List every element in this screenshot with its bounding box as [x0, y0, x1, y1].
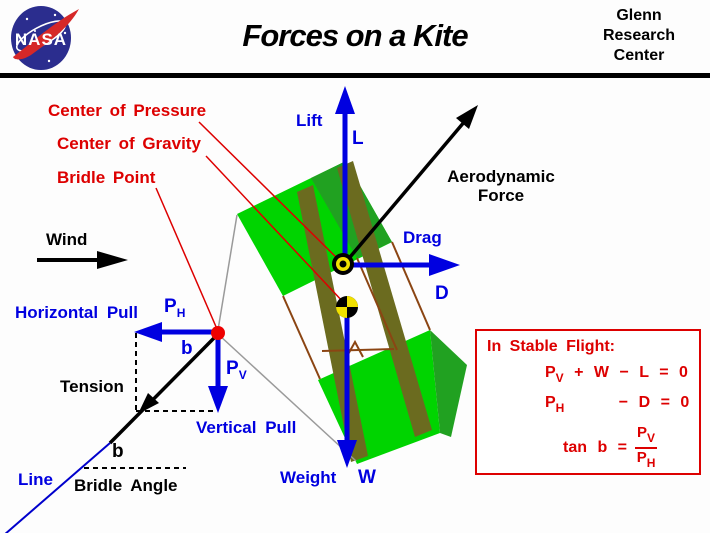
label-horizontal-pull: Horizontal Pull [15, 303, 138, 322]
org-name: Glenn Research Center [584, 6, 694, 66]
label-bridle-point: Bridle Point [57, 168, 156, 187]
page-title: Forces on a Kite [242, 18, 468, 53]
org-line-3: Center [613, 47, 665, 64]
center-of-gravity-marker [336, 296, 358, 318]
tension-arrow [108, 332, 220, 445]
bridle-point-marker [211, 326, 225, 340]
kite-frame [282, 241, 431, 380]
label-bridle-angle-b-lower: b [112, 441, 124, 462]
label-lift: Lift [296, 111, 323, 130]
kite-bottom-cell-side [430, 330, 467, 437]
label-ph-symbol: PH [164, 296, 186, 320]
label-weight: Weight [280, 468, 337, 487]
org-line-1: Glenn [616, 7, 662, 24]
org-line-2: Research [602, 27, 676, 44]
label-wind: Wind [46, 230, 88, 249]
label-drag-symbol: D [435, 283, 449, 304]
nasa-red-swoosh [13, 9, 79, 60]
equation-vertical: PV + W − L = 0 [545, 364, 688, 385]
label-line: Line [18, 470, 53, 489]
nasa-logo: NASA [11, 6, 79, 70]
label-tension: Tension [60, 377, 124, 396]
nasa-logo-text: NASA [15, 30, 67, 49]
stable-flight-box: In Stable Flight: PV + W − L = 0 PH − D … [475, 329, 701, 475]
label-center-of-gravity: Center of Gravity [57, 134, 201, 153]
label-drag: Drag [403, 228, 442, 247]
bridle-strings [217, 214, 357, 462]
vertical-pull-arrowhead [208, 386, 228, 413]
kite-spar-right [337, 161, 432, 437]
equation-bridle-angle: tan b = PV PH [563, 424, 658, 470]
dashed-construction-lines [84, 333, 215, 469]
label-bridle-angle-b-upper: b [181, 338, 193, 359]
wind-arrow [37, 251, 128, 269]
label-leader-lines [155, 121, 346, 330]
label-bridle-angle: Bridle Angle [74, 476, 178, 495]
label-center-of-pressure: Center of Pressure [48, 101, 207, 120]
equation-horizontal: PH − D = 0 [545, 394, 690, 415]
header-divider-bar [0, 73, 710, 78]
label-weight-symbol: W [358, 467, 376, 488]
pv-over-ph-fraction: PV PH [635, 424, 658, 470]
weight-arrowhead [337, 440, 357, 468]
drag-arrowhead [429, 254, 460, 276]
label-aerodynamic-force: Aerodynamic Force [431, 167, 571, 205]
aerodynamic-force-arrow [343, 105, 478, 265]
label-lift-symbol: L [352, 128, 364, 149]
center-of-pressure-marker [332, 253, 354, 275]
kite-spar-left [297, 185, 368, 462]
force-arrows [134, 86, 460, 468]
kite-line [4, 442, 111, 533]
label-pv-symbol: PV [226, 358, 247, 382]
stable-flight-heading: In Stable Flight: [487, 338, 615, 355]
label-vertical-pull: Vertical Pull [196, 418, 297, 437]
horizontal-pull-arrowhead [134, 322, 162, 342]
aero-line-1: Aerodynamic [447, 167, 555, 186]
aero-line-2: Force [477, 186, 525, 205]
lift-arrowhead [335, 86, 355, 114]
